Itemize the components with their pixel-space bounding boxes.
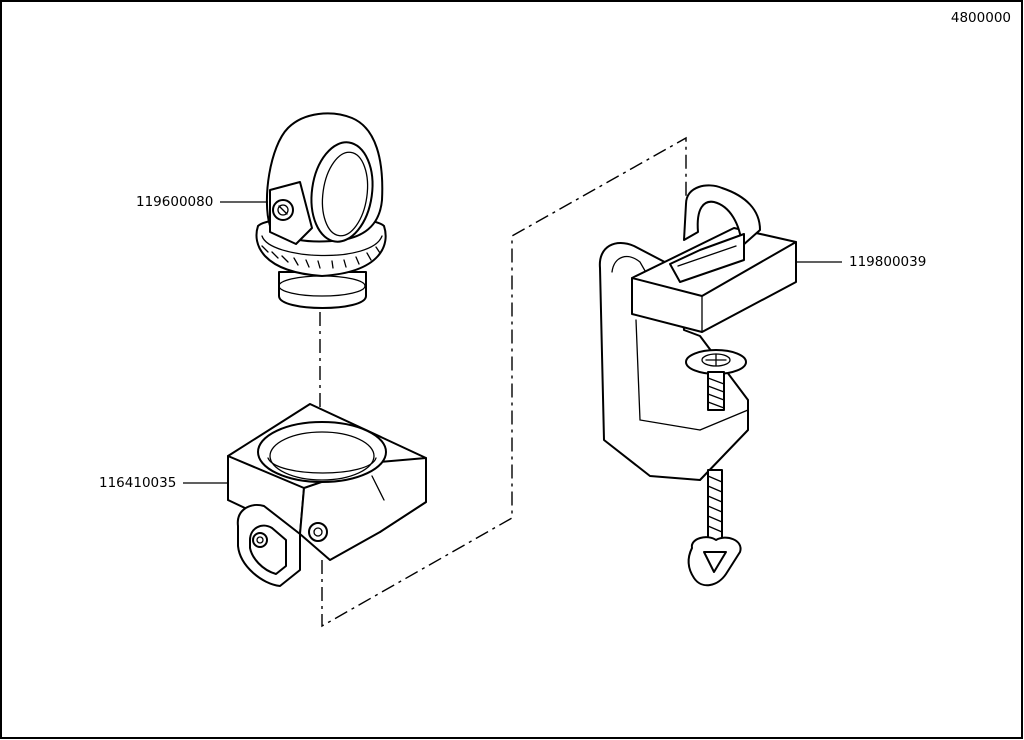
bench-clamp-part: 119800039 bbox=[598, 184, 926, 587]
part-number-bench-clamp: 119800039 bbox=[849, 254, 926, 270]
part-number-swivel-head: 119600080 bbox=[136, 194, 213, 210]
swivel-head-part: 119600080 bbox=[136, 112, 387, 309]
part-number-mount-block: 116410035 bbox=[99, 475, 176, 491]
alignment-lines bbox=[319, 136, 687, 628]
drawing-number: 4800000 bbox=[951, 10, 1011, 26]
mount-block-part: 116410035 bbox=[99, 403, 427, 587]
